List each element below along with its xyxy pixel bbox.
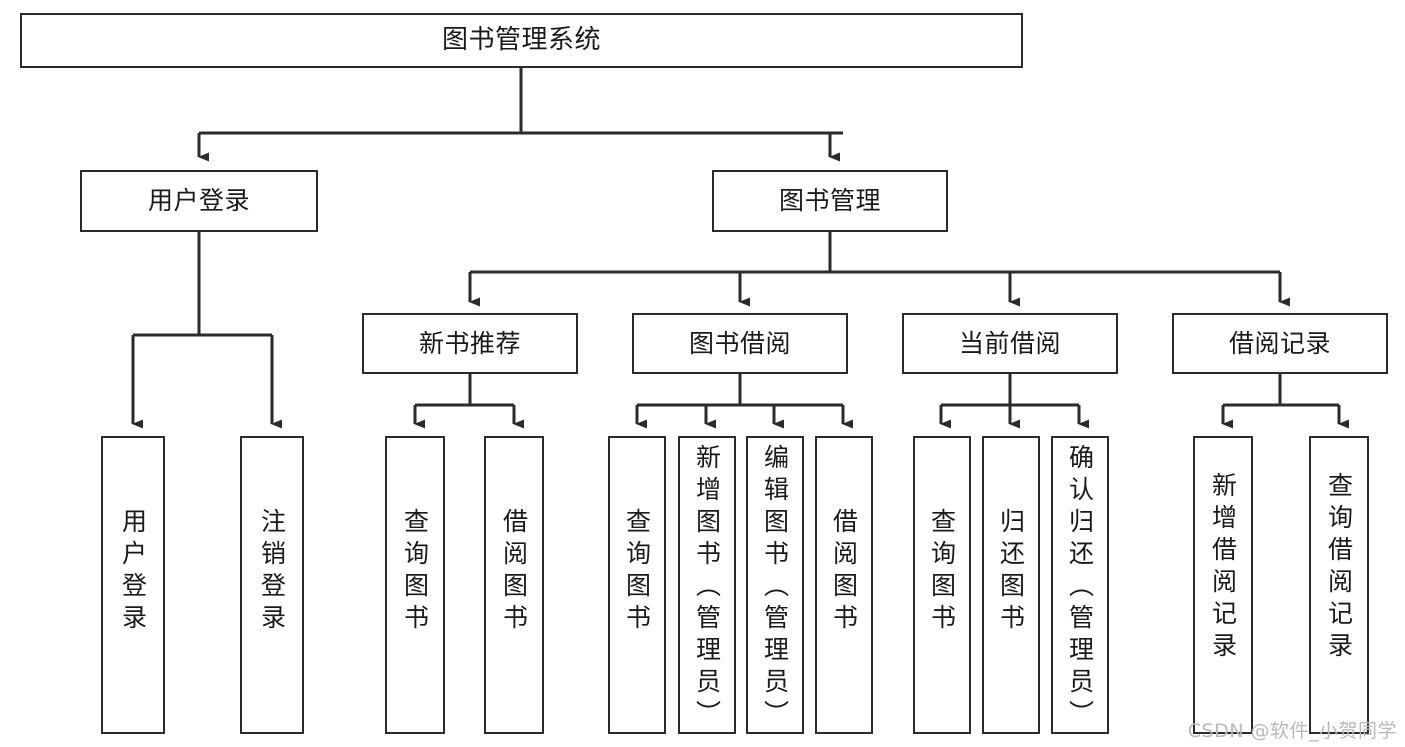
node-user-login[interactable]: 用户登录 xyxy=(80,170,318,232)
node-leaf-query-book-3[interactable]: 查询图书 xyxy=(913,436,971,734)
node-leaf-add-record[interactable]: 新增借阅记录 xyxy=(1193,436,1253,734)
node-leaf-logout-login[interactable]: 注销登录 xyxy=(240,436,304,734)
node-leaf-query-book-1[interactable]: 查询图书 xyxy=(385,436,445,734)
node-book-manage-label: 图书管理 xyxy=(778,186,881,216)
node-leaf-edit-book-label: 编辑图书（管理员） xyxy=(760,444,790,732)
node-leaf-borrow-book-1[interactable]: 借阅图书 xyxy=(484,436,544,734)
node-leaf-add-book[interactable]: 新增图书（管理员） xyxy=(678,436,736,734)
node-leaf-query-book-2-label: 查询图书 xyxy=(622,508,652,636)
node-leaf-query-record[interactable]: 查询借阅记录 xyxy=(1309,436,1369,734)
node-leaf-borrow-book-2-label: 借阅图书 xyxy=(829,508,859,636)
node-new-book-recommend-label: 新书推荐 xyxy=(418,328,521,358)
node-leaf-add-book-label: 新增图书（管理员） xyxy=(692,444,722,732)
node-leaf-user-login-label: 用户登录 xyxy=(118,508,148,636)
node-leaf-query-book-2[interactable]: 查询图书 xyxy=(608,436,666,734)
node-borrow-record-label: 借阅记录 xyxy=(1228,328,1331,358)
node-leaf-edit-book[interactable]: 编辑图书（管理员） xyxy=(746,436,804,734)
node-book-borrow[interactable]: 图书借阅 xyxy=(632,313,848,374)
node-current-borrow-label: 当前借阅 xyxy=(958,328,1061,358)
node-book-borrow-label: 图书借阅 xyxy=(688,328,791,358)
node-leaf-query-book-1-label: 查询图书 xyxy=(400,508,430,636)
node-leaf-query-record-label: 查询借阅记录 xyxy=(1324,472,1354,664)
node-leaf-add-record-label: 新增借阅记录 xyxy=(1208,472,1238,664)
node-leaf-borrow-book-2[interactable]: 借阅图书 xyxy=(815,436,873,734)
node-user-login-label: 用户登录 xyxy=(147,186,250,216)
node-leaf-borrow-book-1-label: 借阅图书 xyxy=(499,508,529,636)
node-leaf-user-login[interactable]: 用户登录 xyxy=(101,436,165,734)
node-leaf-confirm-return-label: 确认归还（管理员） xyxy=(1065,444,1095,732)
node-leaf-query-book-3-label: 查询图书 xyxy=(927,508,957,636)
node-root[interactable]: 图书管理系统 xyxy=(20,13,1023,68)
node-leaf-return-book-label: 归还图书 xyxy=(996,508,1026,636)
node-current-borrow[interactable]: 当前借阅 xyxy=(902,313,1118,374)
node-leaf-return-book[interactable]: 归还图书 xyxy=(982,436,1040,734)
node-leaf-logout-login-label: 注销登录 xyxy=(257,508,287,636)
node-leaf-confirm-return[interactable]: 确认归还（管理员） xyxy=(1051,436,1109,734)
node-root-label: 图书管理系统 xyxy=(441,25,601,56)
node-borrow-record[interactable]: 借阅记录 xyxy=(1172,313,1388,374)
node-book-manage[interactable]: 图书管理 xyxy=(712,170,948,232)
node-new-book-recommend[interactable]: 新书推荐 xyxy=(362,313,578,374)
